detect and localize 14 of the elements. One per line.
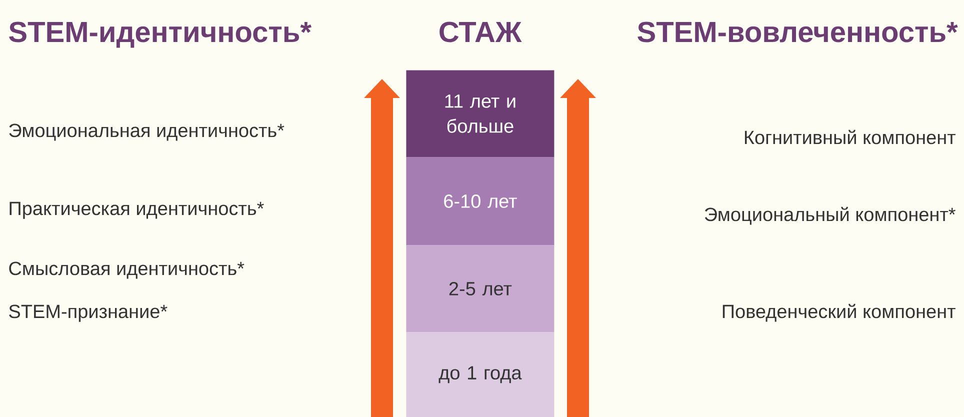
stage-band: 2-5 лет — [406, 245, 554, 332]
stage-band: 6-10 лет — [406, 157, 554, 246]
list-item: Практическая идентичность* — [10, 202, 264, 219]
list-item: Поведенческий компонент — [722, 304, 956, 322]
list-item: Когнитивный компонент — [744, 130, 956, 144]
heading: STEM-вовлеченность* — [638, 22, 958, 42]
list-item: STEM-признание* — [9, 304, 168, 322]
heading: СТАЖ — [440, 22, 522, 42]
heading: STEM-идентичность* — [9, 22, 312, 48]
stage-band: 11 лет и больше — [406, 70, 554, 158]
list-item: Эмоциональная идентичность* — [9, 124, 284, 141]
stage-band: до 1 года — [406, 332, 554, 417]
list-item: Эмоциональный компонент* — [704, 206, 956, 225]
list-item: Смысловая идентичность* — [9, 262, 244, 279]
